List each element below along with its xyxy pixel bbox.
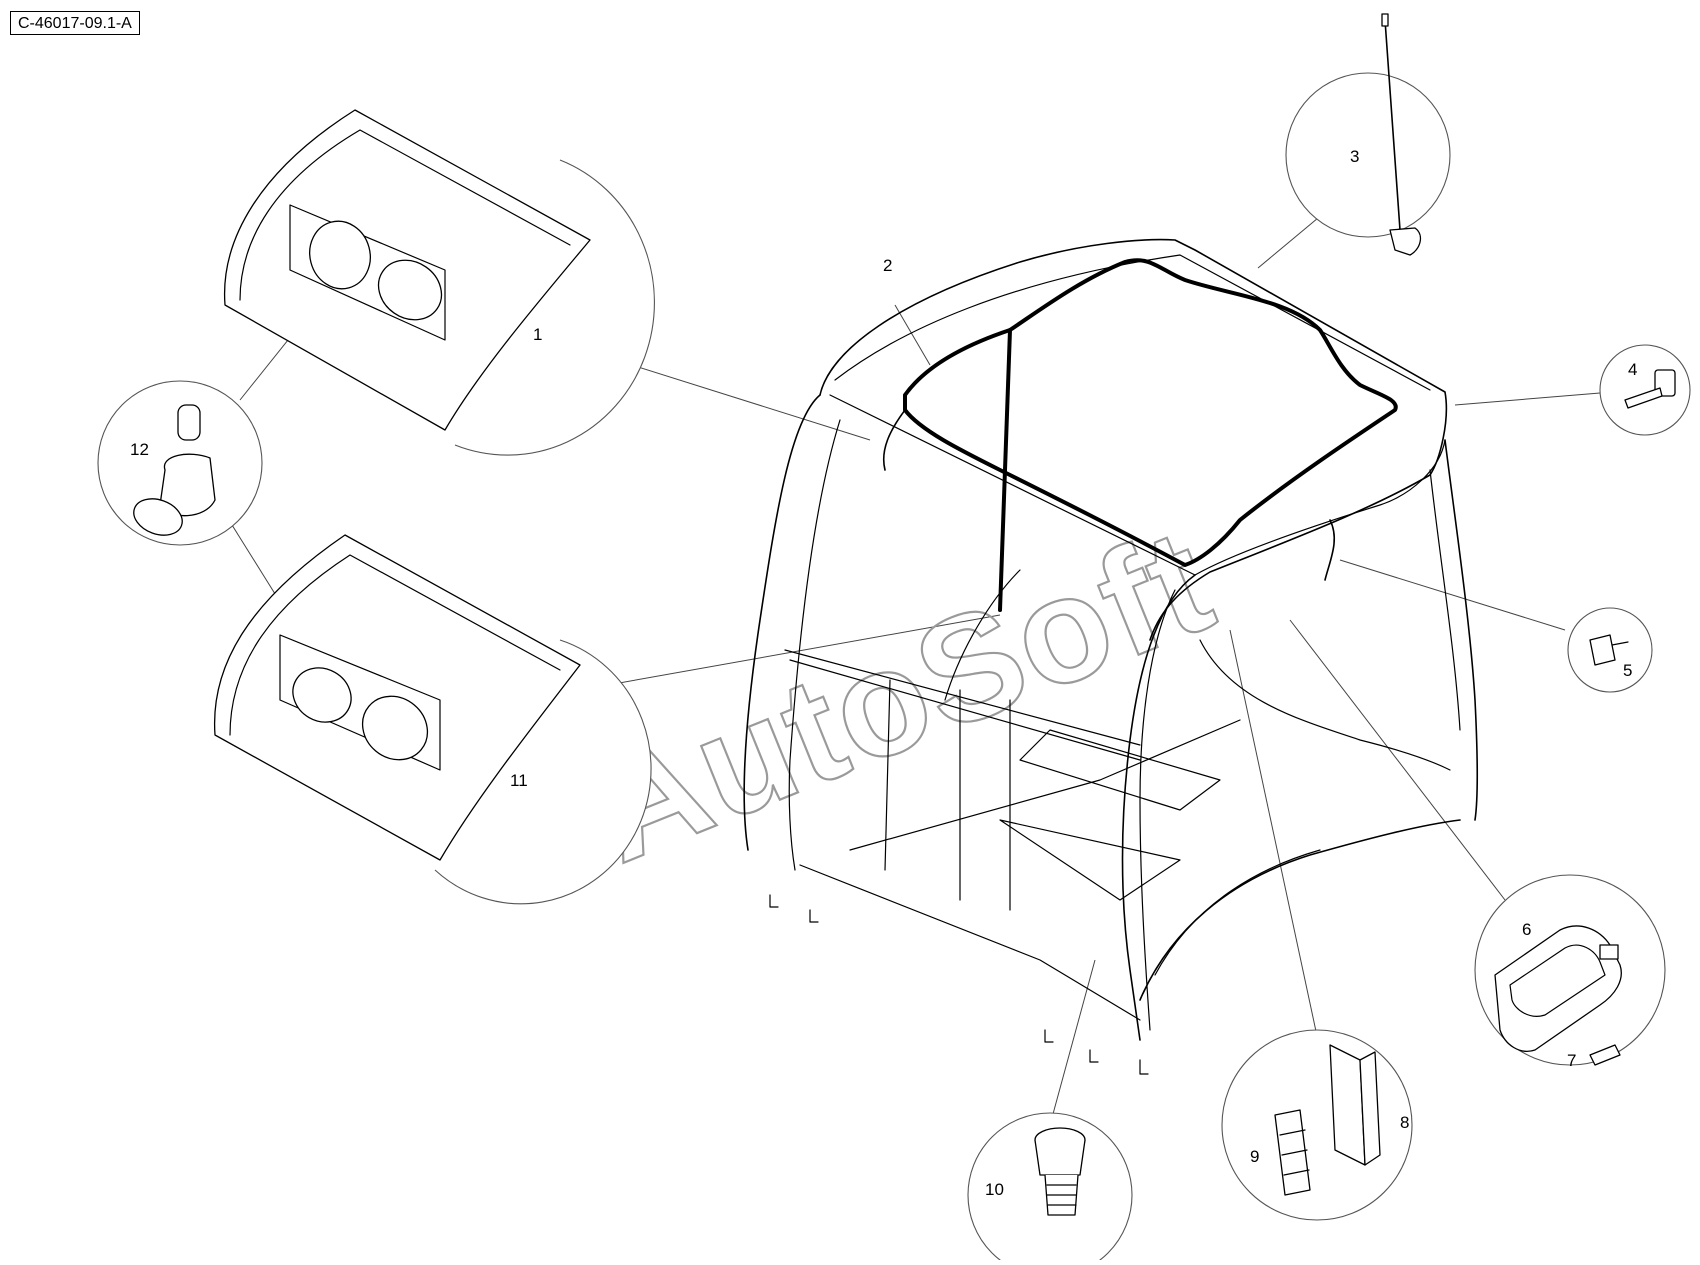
lamp-1-left (309, 220, 371, 290)
lamp-6-tab (1599, 944, 1619, 960)
mounting-feet (769, 894, 1149, 1075)
detail-5-sensor: 5 (1567, 607, 1653, 693)
cab-frame (743, 238, 1479, 1075)
callout-11: 11 (510, 771, 528, 790)
callout-8: 8 (1400, 1113, 1409, 1132)
leader-11 (579, 614, 1001, 691)
callout-3: 3 (1350, 147, 1359, 166)
lamp-panel-11-recess (279, 634, 441, 771)
lamp-6-lens (1509, 944, 1606, 1017)
pillar-front-right (1121, 574, 1196, 1041)
detail-11-circle-arc (434, 639, 652, 905)
callout-7: 7 (1567, 1051, 1576, 1070)
pillar-front-right-inner (1139, 589, 1176, 1031)
leader-5 (1339, 559, 1566, 631)
roof-front-edge (829, 394, 1196, 576)
callout-5: 5 (1623, 661, 1632, 680)
harness-branch-right (1324, 519, 1336, 581)
detail-1-circle-arc (454, 159, 655, 456)
detail-3-antenna: 3 (1285, 13, 1451, 256)
floor-cutout (1019, 729, 1221, 811)
holder-8-side (1359, 1051, 1381, 1166)
callout-2: 2 (883, 256, 892, 275)
wiring-harness (882, 258, 1398, 612)
floor-plate (999, 819, 1181, 901)
pillar-front-left-inner (788, 419, 841, 871)
lamp-11-left (292, 667, 352, 723)
callout-1: 1 (533, 325, 542, 344)
callout-12: 12 (130, 440, 149, 459)
antenna-3-base (1389, 227, 1422, 256)
rear-fender (1139, 819, 1461, 1001)
interior-upright-1 (884, 679, 891, 871)
pillar-rear-right (1444, 439, 1479, 821)
detail-1-lamp-panel: 1 (223, 109, 655, 456)
leader-8-9 (1229, 629, 1321, 1051)
detail-8-circle (1221, 1029, 1413, 1221)
leader-1 (599, 354, 871, 441)
detail-12-bulb: 12 (97, 380, 263, 546)
door-arch (944, 569, 1021, 701)
harness-drop (998, 328, 1012, 612)
lamp-panel-1-recess (289, 204, 446, 341)
side-rail-upper (784, 649, 1141, 746)
lamp-panel-1-inner (239, 129, 571, 301)
watermark-text: AutoSoft (569, 495, 1234, 894)
roof-outline (819, 238, 1448, 641)
antenna-3-rod (1384, 19, 1401, 231)
callout-6: 6 (1522, 920, 1531, 939)
side-rail-mid (789, 659, 1141, 761)
bulb-12-glass (177, 404, 201, 441)
lamp-panel-11-inner (229, 554, 561, 736)
rear-panel-edge (1199, 639, 1451, 771)
lamp-11-right (361, 695, 429, 761)
antenna-3-tip (1381, 13, 1389, 27)
floor-front-edge (799, 864, 1141, 1021)
detail-3-circle (1285, 72, 1451, 238)
drawing-reference-code: C-46017-09.1-A (10, 11, 140, 35)
callout-10: 10 (985, 1180, 1004, 1199)
pillar-rear-right-inner (1429, 469, 1461, 731)
pillar-front-left (743, 394, 821, 851)
callout-9: 9 (1250, 1147, 1259, 1166)
leader-4 (1454, 392, 1601, 406)
roof-inner-edge (834, 254, 1431, 391)
harness-roof-loop (903, 258, 1398, 567)
detail-11-lamp-panel: 11 (213, 534, 652, 905)
leader-10 (1049, 959, 1096, 1126)
plug-10-body (1034, 1139, 1086, 1176)
detail-10-plug: 10 (967, 1112, 1133, 1265)
detail-4-circle (1599, 344, 1691, 436)
roof-right-front (1194, 439, 1446, 576)
sensor-5-lead (1611, 641, 1629, 646)
detail-4-switch: 4 (1599, 344, 1691, 436)
rear-fender-inner (1154, 849, 1321, 976)
holder-9-slots (1279, 1129, 1310, 1176)
detail-8-9-holders: 8 9 (1221, 1029, 1413, 1221)
floor-rear-edge (849, 719, 1241, 851)
harness-branch-left (882, 409, 906, 471)
lamp-1-right (377, 259, 443, 321)
switch-4-stem (1624, 387, 1663, 409)
bulb-7 (1589, 1044, 1621, 1066)
callout-4: 4 (1628, 360, 1637, 379)
lamp-6-housing (1494, 925, 1622, 1052)
sensor-5-body (1589, 634, 1616, 666)
detail-6-7-interior-lamp: 6 7 (1474, 874, 1666, 1070)
plug-10-thread-lines (1046, 1184, 1077, 1206)
bulb-12-connector (133, 498, 183, 536)
leader-6 (1289, 619, 1506, 901)
leader-2 (894, 304, 931, 366)
